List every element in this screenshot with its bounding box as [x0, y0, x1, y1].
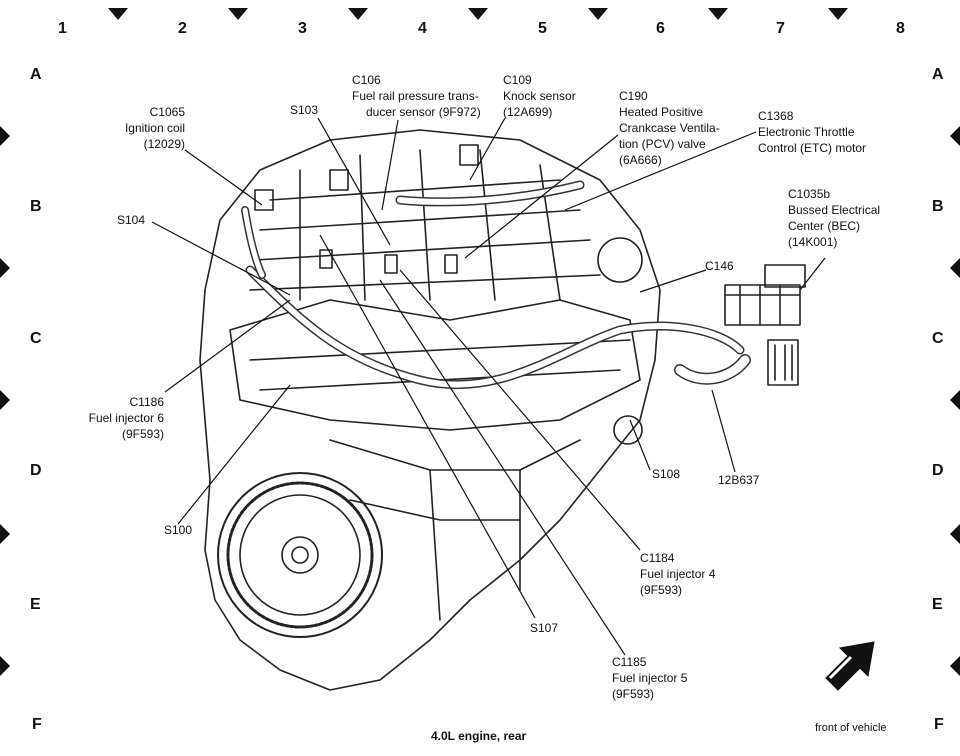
callout-c1185-line-1: C1185 [612, 655, 647, 669]
callout-c1065-line-1: C1065 [149, 105, 185, 119]
callout-s100-line-1: S100 [164, 523, 193, 537]
callout-c1186: C1186 Fuel injector 6 (9F593) [80, 394, 164, 442]
callout-c106-line-3: ducer sensor (9F972) [366, 105, 481, 119]
callout-c190-line-4: tion (PCV) valve [619, 137, 706, 151]
callout-c1186-line-2: Fuel injector 6 [88, 411, 164, 425]
callout-c1035b: C1035b Bussed Electrical Center (BEC) (1… [788, 186, 880, 250]
callout-c1186-line-3: (9F593) [121, 427, 164, 441]
grid-row-d-right: D [932, 462, 944, 479]
grid-col-5: 5 [538, 20, 547, 37]
callout-12b637-line-1: 12B637 [718, 473, 760, 487]
callout-c109-line-2: Knock sensor [503, 89, 576, 103]
callout-c1035b-line-4: (14K001) [788, 235, 838, 249]
grid-col-3: 3 [298, 20, 307, 37]
grid-col-4: 4 [418, 20, 427, 37]
callout-c1065-line-3: (12029) [143, 137, 185, 151]
grid-row-e-right: E [932, 596, 943, 613]
callout-s103: S103 [290, 102, 318, 118]
callout-s103-line-1: S103 [290, 103, 319, 117]
grid-row-e-left: E [30, 596, 41, 613]
side-markers-icon [0, 126, 960, 676]
grid-col-7: 7 [776, 20, 785, 37]
callout-c1035b-line-1: C1035b [788, 187, 831, 201]
callout-s108: S108 [652, 466, 680, 482]
callout-c1184: C1184 Fuel injector 4 (9F593) [640, 550, 715, 598]
grid-col-1: 1 [58, 20, 67, 37]
callout-c1065-line-2: Ignition coil [124, 121, 185, 135]
callout-c1185-line-2: Fuel injector 5 [612, 671, 688, 685]
callout-c1185-line-3: (9F593) [612, 687, 655, 701]
callout-c1368-line-3: Control (ETC) motor [758, 141, 867, 155]
grid-row-f-left: F [32, 716, 42, 733]
callout-c1368-line-2: Electronic Throttle [758, 125, 855, 139]
grid-row-b-right: B [932, 198, 944, 215]
callout-c146: C146 [705, 258, 734, 274]
callout-c190: C190 Heated Positive Crankcase Ventila- … [619, 88, 720, 168]
top-markers-icon [108, 8, 848, 20]
callout-c190-line-2: Heated Positive [619, 105, 704, 119]
callout-c106: C106 Fuel rail pressure trans- ducer sen… [352, 72, 481, 120]
grid-row-c-left: C [30, 330, 42, 347]
grid-row-b-left: B [30, 198, 42, 215]
grid-col-8: 8 [896, 20, 905, 37]
callout-s107: S107 [530, 620, 558, 636]
callout-c1184-line-2: Fuel injector 4 [640, 567, 716, 581]
grid-col-2: 2 [178, 20, 187, 37]
diagram-caption: 4.0L engine, rear [431, 729, 527, 743]
callout-c1065: C1065 Ignition coil (12029) [105, 104, 185, 152]
callout-c106-line-2: Fuel rail pressure trans- [352, 89, 479, 103]
callout-c1186-line-1: C1186 [129, 395, 164, 409]
callout-c1035b-line-2: Bussed Electrical [788, 203, 881, 217]
callout-12b637: 12B637 [718, 472, 759, 488]
grid-col-6: 6 [656, 20, 665, 37]
front-of-vehicle-label: front of vehicle [815, 722, 887, 734]
callout-s100: S100 [164, 522, 192, 538]
grid-row-d-left: D [30, 462, 42, 479]
callout-c146-line-1: C146 [705, 259, 734, 273]
callout-s108-line-1: S108 [652, 467, 681, 481]
callout-s104: S104 [117, 212, 145, 228]
front-arrow-icon [825, 641, 875, 691]
callout-c109-line-3: (12A699) [503, 105, 553, 119]
callout-c1368: C1368 Electronic Throttle Control (ETC) … [758, 108, 866, 156]
callout-c109: C109 Knock sensor (12A699) [503, 72, 576, 120]
callout-c190-line-5: (6A666) [619, 153, 662, 167]
callout-c190-line-3: Crankcase Ventila- [619, 121, 720, 135]
callout-c190-line-1: C190 [619, 89, 648, 103]
grid-row-a-left: A [30, 66, 42, 83]
callout-c1368-line-1: C1368 [758, 109, 794, 123]
callout-s104-line-1: S104 [117, 213, 146, 227]
callout-c1035b-line-3: Center (BEC) [788, 219, 861, 233]
grid-row-c-right: C [932, 330, 944, 347]
callout-c1184-line-3: (9F593) [640, 583, 683, 597]
callout-c1184-line-1: C1184 [640, 551, 675, 565]
grid-row-a-right: A [932, 66, 944, 83]
callout-c1185: C1185 Fuel injector 5 (9F593) [612, 654, 687, 702]
callout-s107-line-1: S107 [530, 621, 559, 635]
callout-c106-line-1: C106 [352, 73, 381, 87]
grid-row-f-right: F [934, 716, 944, 733]
callout-c109-line-1: C109 [503, 73, 532, 87]
